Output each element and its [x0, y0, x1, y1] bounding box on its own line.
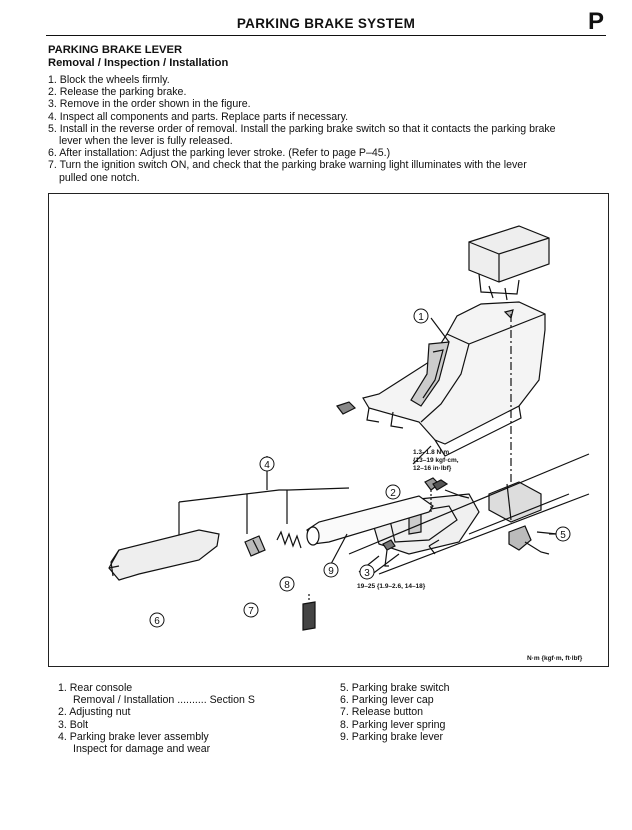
- legend-item-lever-assembly-inspect: Inspect for damage and wear: [73, 743, 211, 756]
- bolt-torque-spec: 19–25 {1.9–2.6, 14–18}: [357, 583, 426, 590]
- procedure-heading: Removal / Inspection / Installation: [48, 57, 229, 69]
- section-letter: P: [587, 8, 604, 35]
- page-header: PARKING BRAKE SYSTEM P: [46, 8, 606, 36]
- legend-item-rear-console: 1. Rear console: [58, 682, 133, 694]
- callout-9-circle: [323, 562, 339, 578]
- legend-item-rear-console-removal: Removal / Installation .......... Sectio…: [58, 694, 328, 706]
- callout-6-circle: [149, 612, 165, 628]
- legend-item-bolt: 3. Bolt: [58, 718, 89, 731]
- step-5: 5. Install in the reverse order of remov…: [48, 122, 556, 135]
- legend-item-switch: 5. Parking brake switch: [340, 682, 450, 694]
- callout-7-label: 7: [248, 606, 254, 617]
- callout-3-label: 3: [364, 568, 370, 579]
- header-rule: [46, 35, 606, 36]
- switch-torque-line-2: {13–19 kgf·cm,: [413, 457, 459, 464]
- parts-legend-left: 1. Rear console Removal / Installation .…: [58, 682, 328, 755]
- switch-torque-line-1: 1.3–1.8 N·m: [413, 449, 449, 456]
- legend-item-lever-cap: 6. Parking lever cap: [340, 694, 434, 707]
- callout-9-label: 9: [328, 566, 334, 577]
- legend-dot-leader: ..........: [174, 694, 210, 707]
- legend-section-ref: Section S: [209, 694, 255, 707]
- exploded-view-figure: 1 2 3 4 5 6 7 8 9 1.3–1.8 N·m {13–19 kgf…: [48, 193, 609, 667]
- legend-item-release-button: 7. Release button: [340, 706, 424, 719]
- callout-4-label: 4: [264, 460, 270, 471]
- callout-1-circle: [413, 308, 429, 324]
- callout-2-circle: [385, 484, 401, 500]
- callout-7-circle: [243, 602, 259, 618]
- units-note: N·m {kgf·m, ft·lbf}: [527, 655, 583, 662]
- step-7: 7. Turn the ignition switch ON, and chec…: [48, 159, 527, 172]
- step-5-continued: lever when the lever is fully released.: [59, 135, 233, 148]
- callout-5-label: 5: [560, 530, 566, 541]
- step-2: 2. Release the parking brake.: [48, 86, 187, 99]
- callout-6-label: 6: [154, 616, 160, 627]
- step-7-continued: pulled one notch.: [59, 171, 140, 184]
- step-3: 3. Remove in the order shown in the figu…: [48, 98, 251, 111]
- switch-torque-line-3: 12–16 in·lbf}: [413, 465, 452, 472]
- legend-item-adjusting-nut: 2. Adjusting nut: [58, 706, 131, 719]
- callout-2-label: 2: [390, 488, 396, 499]
- callout-8-label: 8: [284, 580, 290, 591]
- callout-1-label: 1: [418, 312, 424, 323]
- procedure-steps: 1. Block the wheels firmly. 2. Release t…: [48, 74, 608, 184]
- callout-5-circle: [555, 526, 571, 542]
- legend-item-lever-spring: 8. Parking lever spring: [340, 718, 446, 731]
- legend-item-lever-assembly: 4. Parking brake lever assembly: [58, 730, 209, 743]
- page-title: PARKING BRAKE SYSTEM: [236, 16, 416, 31]
- callout-4-circle: [259, 456, 275, 472]
- step-6: 6. After installation: Adjust the parkin…: [48, 147, 391, 160]
- legend-item-brake-lever: 9. Parking brake lever: [340, 730, 444, 743]
- callout-8-circle: [279, 576, 295, 592]
- parts-legend-right: 5. Parking brake switch 6. Parking lever…: [340, 682, 580, 743]
- callout-3-circle: [359, 564, 375, 580]
- exploded-view-drawing: 1 2 3 4 5 6 7 8 9 1.3–1.8 N·m {13–19 kgf…: [108, 225, 590, 662]
- step-4: 4. Inspect all components and parts. Rep…: [48, 110, 349, 123]
- step-1: 1. Block the wheels firmly.: [48, 74, 170, 86]
- component-heading: PARKING BRAKE LEVER: [48, 44, 183, 56]
- legend-removal-label: Removal / Installation: [73, 694, 175, 707]
